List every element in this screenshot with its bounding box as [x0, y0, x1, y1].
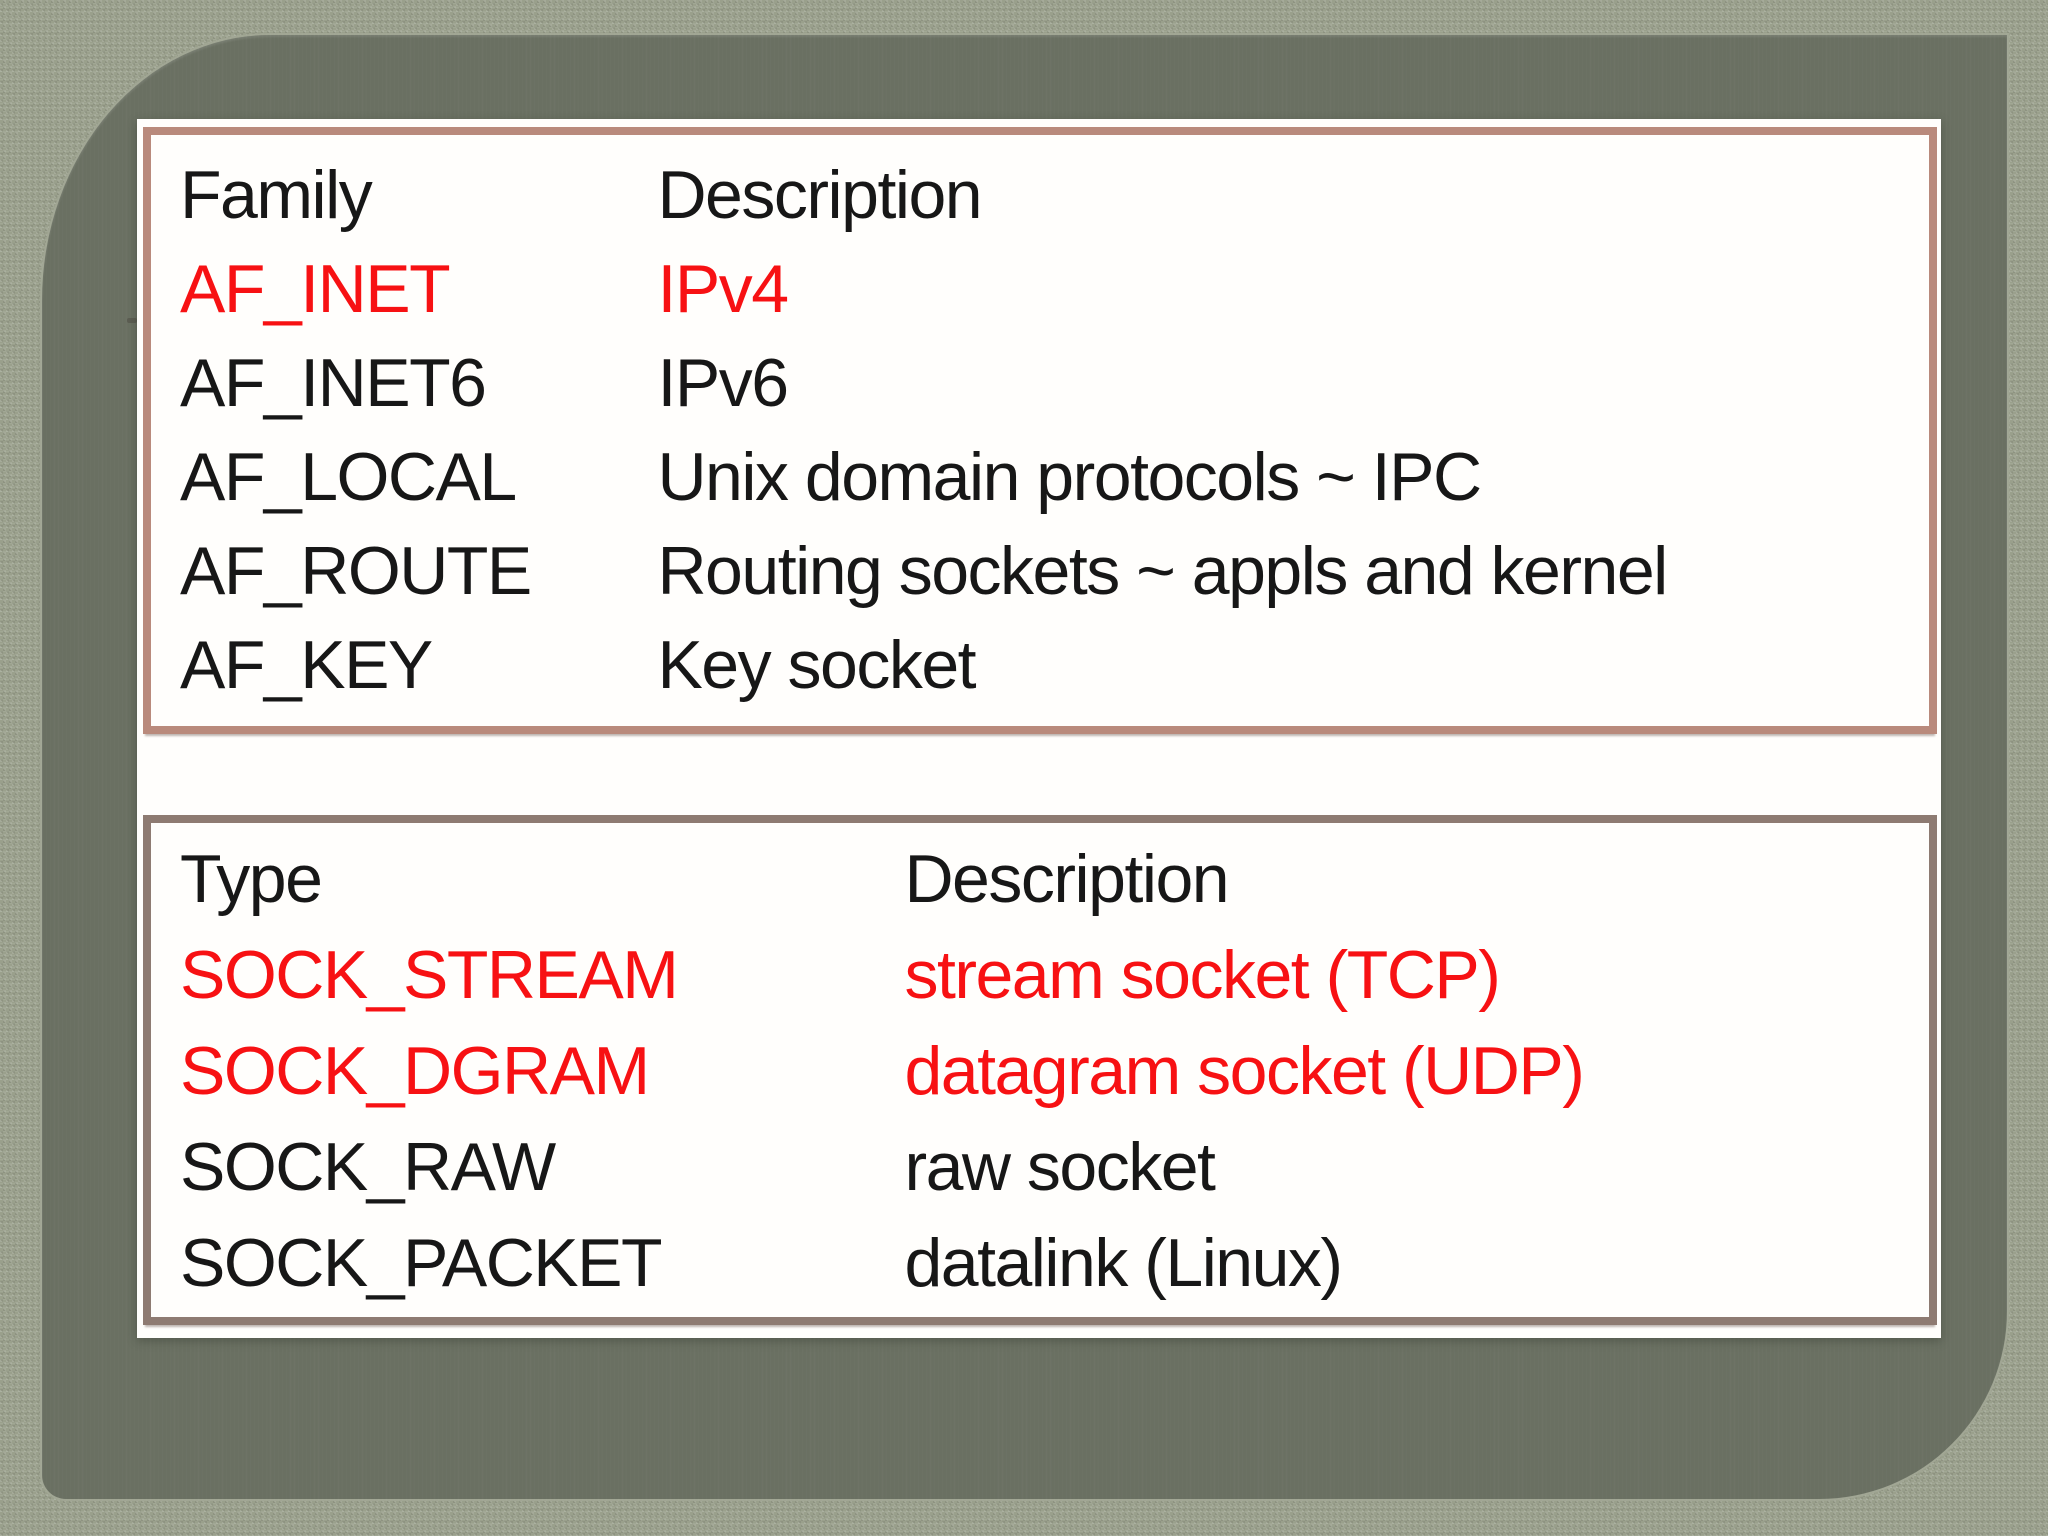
family-cell: AF_INET — [180, 251, 451, 327]
family-table-rows: Family Description AF_INET IPv4 AF_INET6… — [151, 135, 1929, 712]
family-column-header: Family — [180, 157, 373, 233]
description-column-header: Description — [904, 841, 1229, 917]
table-row: SOCK_STREAM stream socket (TCP) — [180, 927, 1929, 1023]
table-row: AF_KEY Key socket — [180, 618, 1929, 712]
description-cell: raw socket — [904, 1129, 1216, 1205]
type-column-header: Type — [180, 841, 323, 917]
socket-type-table-rows: Type Description SOCK_STREAM stream sock… — [151, 823, 1929, 1311]
table-row: SOCK_RAW raw socket — [180, 1119, 1929, 1215]
description-cell: IPv4 — [657, 251, 789, 327]
family-cell: AF_LOCAL — [180, 439, 517, 515]
stray-mark — [127, 318, 137, 323]
description-cell: IPv6 — [657, 345, 789, 421]
family-cell: AF_KEY — [180, 627, 433, 703]
table-row: SOCK_DGRAM datagram socket (UDP) — [180, 1023, 1929, 1119]
family-table: Family Description AF_INET IPv4 AF_INET6… — [143, 127, 1937, 734]
family-cell: AF_ROUTE — [180, 533, 532, 609]
description-cell: datagram socket (UDP) — [904, 1033, 1584, 1109]
description-cell: stream socket (TCP) — [904, 937, 1500, 1013]
type-cell: SOCK_RAW — [180, 1129, 556, 1205]
family-cell: AF_INET6 — [180, 345, 487, 421]
type-cell: SOCK_STREAM — [180, 937, 679, 1013]
table-header-row: Family Description — [180, 148, 1929, 242]
description-cell: Routing sockets ~ appls and kernel — [657, 533, 1668, 609]
socket-type-table: Type Description SOCK_STREAM stream sock… — [143, 815, 1937, 1325]
table-row: AF_INET6 IPv6 — [180, 336, 1929, 430]
table-row: AF_INET IPv4 — [180, 242, 1929, 336]
description-cell: Unix domain protocols ~ IPC — [657, 439, 1482, 515]
description-cell: Key socket — [657, 627, 976, 703]
description-column-header: Description — [657, 157, 982, 233]
table-row: AF_LOCAL Unix domain protocols ~ IPC — [180, 430, 1929, 524]
description-cell: datalink (Linux) — [904, 1225, 1343, 1301]
table-row: SOCK_PACKET datalink (Linux) — [180, 1215, 1929, 1311]
type-cell: SOCK_PACKET — [180, 1225, 663, 1301]
type-cell: SOCK_DGRAM — [180, 1033, 650, 1109]
table-header-row: Type Description — [180, 831, 1929, 927]
table-row: AF_ROUTE Routing sockets ~ appls and ker… — [180, 524, 1929, 618]
